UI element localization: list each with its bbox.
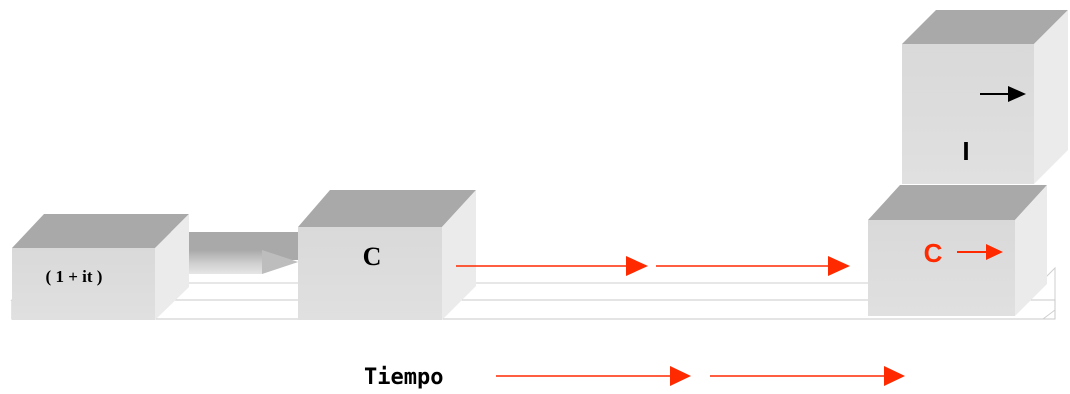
track-arrow-1 [456,256,648,276]
time-axis-label: Tiempo [364,365,443,390]
factor-box [12,214,189,320]
future-capital-arrow [957,244,1003,260]
capital-label: C [363,242,382,271]
track-arrow-2 [656,256,850,276]
interest-box [902,10,1068,184]
factor-label: ( 1 + it ) [46,267,103,286]
capital-box [298,190,476,320]
interest-arrow [980,86,1026,102]
connector-bar [155,232,298,274]
time-arrow-1 [496,366,691,386]
future-capital-label: C [924,238,943,268]
future-capital-box [868,185,1047,316]
interest-label: I [962,136,969,166]
time-arrow-2 [710,366,905,386]
